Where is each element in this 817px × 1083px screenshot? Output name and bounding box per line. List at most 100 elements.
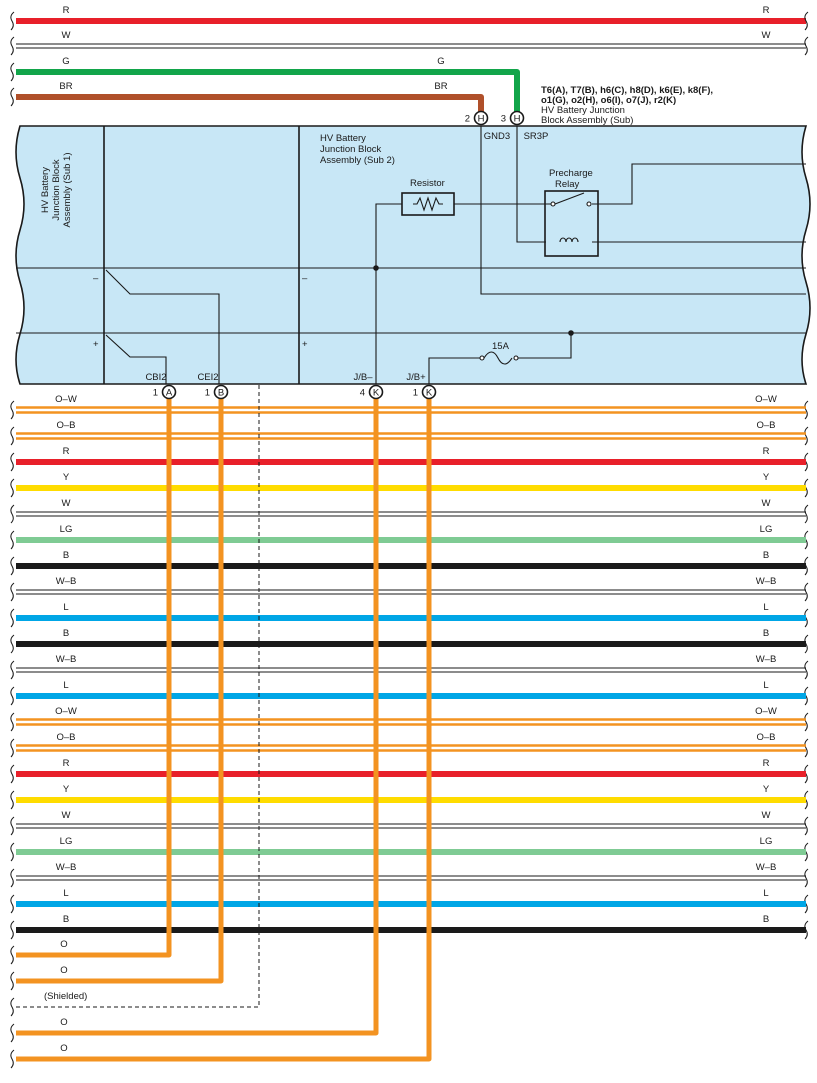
fuse-trace <box>428 357 480 384</box>
bottom-pin-3-number: 4 <box>360 388 365 399</box>
bottom-pin-3-signal: J/B– <box>353 372 373 383</box>
wire-break-mark <box>10 634 15 654</box>
wire-break-mark <box>10 1023 15 1043</box>
top-pin-sr3p-number: 3 <box>501 114 506 125</box>
bus-wire-7-label: B <box>63 550 69 561</box>
bus-wire-21-label: B <box>63 914 69 925</box>
bottom-pin-2-number: 1 <box>205 388 210 399</box>
sub1-label-line3: Assembly (Sub 1) <box>62 153 73 228</box>
bus-wire-4-label: Y <box>63 472 70 483</box>
top-wire-g-label: G <box>62 56 69 67</box>
bottom-pin-2-letter: B <box>218 388 224 399</box>
bus-wire-2-label-right: O–B <box>756 420 775 431</box>
wire-break-mark <box>10 530 15 550</box>
gnd3-trace <box>480 126 806 295</box>
bus-wire-18-label: LG <box>60 836 73 847</box>
connector-codes-line1: T6(A), T7(B), h6(C), h8(D), k6(E), k8(F)… <box>541 85 713 96</box>
bus-wire-20-label: L <box>63 888 68 899</box>
wire-break-mark <box>10 997 15 1017</box>
bus-wire-5-label: W <box>62 498 71 509</box>
sub1-label: HV Battery Junction Block Assembly (Sub … <box>40 153 73 228</box>
output-wire-4-label: O <box>60 1017 67 1028</box>
output-wire-1 <box>16 398 172 958</box>
bus-wire-2-label: O–B <box>56 420 75 431</box>
bus-wire-11-label-right: W–B <box>756 654 777 665</box>
top-wire-br <box>16 94 484 112</box>
output-wire-5-label: O <box>60 1043 67 1054</box>
wire-break-mark <box>10 894 15 914</box>
output-wire-2 <box>16 398 224 984</box>
wire-break-mark <box>804 400 809 420</box>
bus-wire-3-label-right: R <box>763 446 770 457</box>
wire-break-mark <box>10 712 15 732</box>
top-pin-sr3p <box>509 110 525 126</box>
top-pin-gnd3 <box>473 110 489 126</box>
bus-wire-6-label: LG <box>60 524 73 535</box>
bottom-pin-4-number: 1 <box>413 388 418 399</box>
bus-wire-12-label: L <box>63 680 68 691</box>
output-wire-1-label: O <box>60 939 67 950</box>
bus-wire-9-label: L <box>63 602 68 613</box>
wire-break-mark <box>10 868 15 888</box>
wire-break-mark <box>804 868 809 888</box>
wire-break-mark <box>10 11 15 31</box>
relay-contact-left <box>550 201 556 207</box>
fuse-output-trace <box>516 333 572 359</box>
bottom-pin-3-letter: K <box>373 388 380 399</box>
output-wire-4 <box>16 398 379 1036</box>
bus-wire-7-label-right: B <box>763 550 769 561</box>
wire-break-mark <box>804 816 809 836</box>
wire-break-mark <box>10 764 15 784</box>
bus-wire-13-label-right: O–W <box>755 706 777 717</box>
bus-wire-15-label-right: R <box>763 758 770 769</box>
bus-wire-9-label-right: L <box>763 602 768 613</box>
bottom-pin-4-signal: J/B+ <box>406 372 426 383</box>
bus-wire-21-label-right: B <box>763 914 769 925</box>
relay-label-line2: Relay <box>555 179 580 190</box>
wire-break-mark <box>804 504 809 524</box>
bus-wire-14-label-right: O–B <box>756 732 775 743</box>
assembly-panel <box>15 125 811 385</box>
resistor-zigzag <box>413 196 443 212</box>
bottom-pin-4-letter: K <box>426 388 433 399</box>
top-wire-r-label-right: R <box>763 5 770 16</box>
wire-break-mark <box>10 426 15 446</box>
wire-break-mark <box>804 426 809 446</box>
bottom-pin-2-signal: CEI2 <box>197 372 218 383</box>
bus-wire-20-label-right: L <box>763 888 768 899</box>
output-wires: OO(Shielded)OO <box>10 384 432 1069</box>
bus-wire-6-label-right: LG <box>760 524 773 535</box>
cbi2-trace <box>105 269 220 384</box>
wire-break-mark <box>804 11 809 31</box>
bus-wire-8-label-right: W–B <box>756 576 777 587</box>
bus-wire-16-label-right: Y <box>763 784 770 795</box>
sub1-plus-sign: + <box>93 339 99 350</box>
bus-wire-15-label: R <box>63 758 70 769</box>
bottom-pin-3 <box>368 384 384 400</box>
wire-break-mark <box>10 36 15 56</box>
wire-break-mark <box>10 790 15 810</box>
top-wire-r-label: R <box>63 5 70 16</box>
internal-circuit <box>16 126 806 384</box>
bus-wire-19-label: W–B <box>56 862 77 873</box>
wire-break-mark <box>10 920 15 940</box>
sub2-label-line2: Junction Block <box>320 144 382 155</box>
wire-break-mark <box>10 738 15 758</box>
wire-break-mark <box>10 842 15 862</box>
output-wire-3-label: (Shielded) <box>44 991 87 1002</box>
wire-break-mark <box>804 660 809 680</box>
bus-wire-3-label: R <box>63 446 70 457</box>
top-wire-w-label: W <box>62 30 71 41</box>
output-wire-5 <box>16 398 432 1062</box>
bus-wire-11-label: W–B <box>56 654 77 665</box>
relay-output-trace <box>592 163 806 205</box>
sr3p-trace <box>516 126 546 243</box>
top-wire-g-label-mid: G <box>437 56 444 67</box>
top-wire-br-label-mid: BR <box>434 81 447 92</box>
sub2-plus-sign: + <box>302 339 308 350</box>
bus-wire-5-label-right: W <box>762 498 771 509</box>
top-pin-gnd3-signal: GND3 <box>484 131 510 142</box>
